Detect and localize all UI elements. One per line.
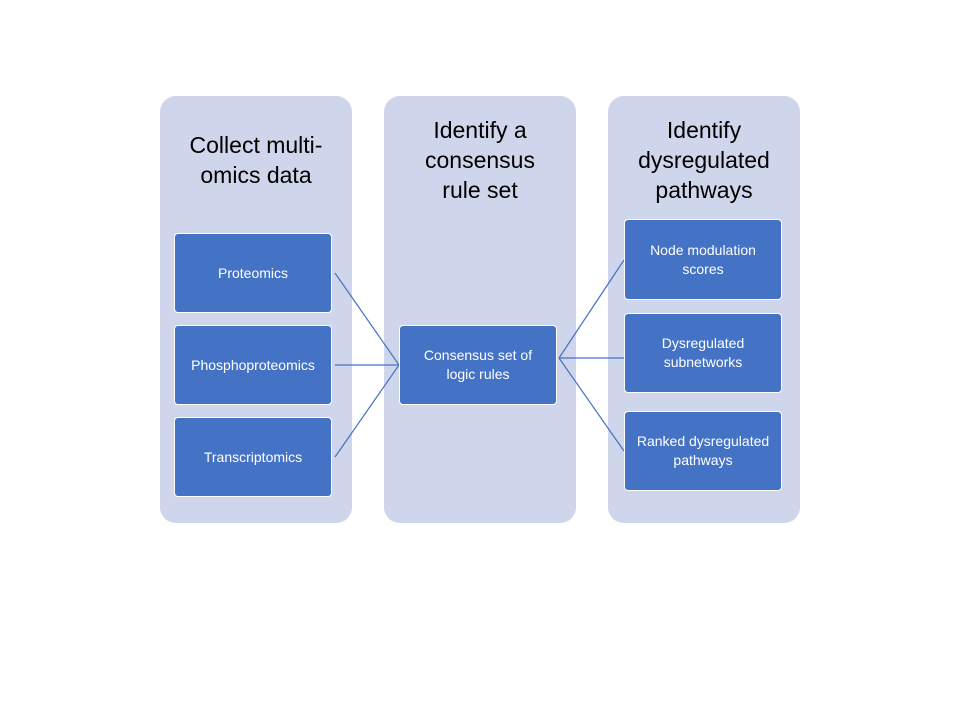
column-title-collect: Collect multi-omics data bbox=[189, 132, 323, 188]
node-label: Dysregulated subnetworks bbox=[661, 335, 745, 370]
node-proteomics: Proteomics bbox=[174, 233, 332, 313]
node-label: Node modulation scores bbox=[650, 241, 756, 277]
node-label: Ranked dysregulated pathways bbox=[636, 433, 770, 468]
node-label: Phosphoproteomics bbox=[191, 356, 315, 373]
node-transcriptomics: Transcriptomics bbox=[174, 417, 332, 497]
node-label: Consensus set of logic rules bbox=[423, 347, 533, 382]
node-phosphoproteomics: Phosphoproteomics bbox=[174, 325, 332, 405]
node-consensus-rules: Consensus set of logic rules bbox=[399, 325, 557, 405]
node-dysregulated-subnetworks: Dysregulated subnetworks bbox=[624, 313, 782, 393]
node-ranked-pathways: Ranked dysregulated pathways bbox=[624, 411, 782, 491]
node-modulation-scores: Node modulation scores bbox=[624, 219, 782, 300]
node-label: Proteomics bbox=[217, 264, 289, 281]
node-label: Transcriptomics bbox=[203, 448, 303, 465]
